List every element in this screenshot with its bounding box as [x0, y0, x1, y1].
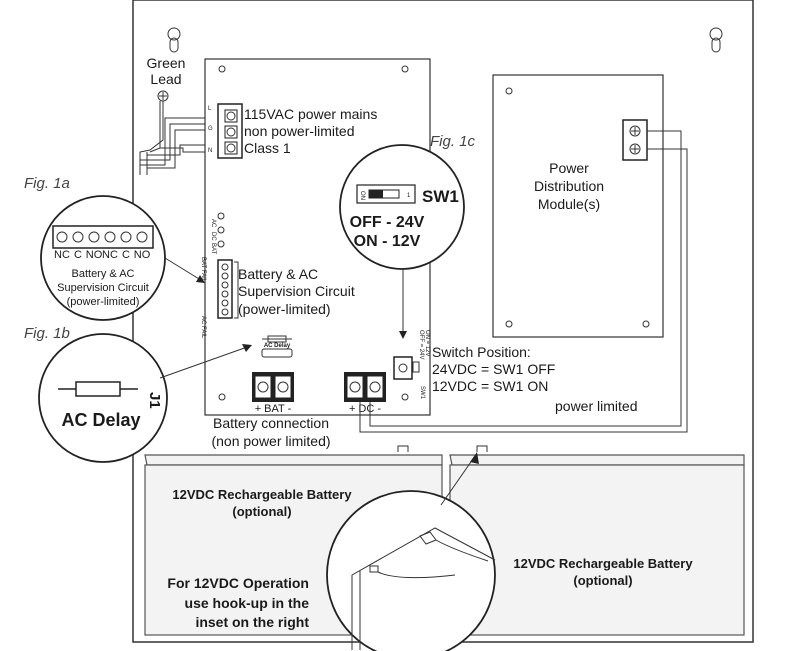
battery-connection-label-2: (non power limited) — [211, 433, 330, 449]
dc-terminal — [344, 372, 386, 402]
ac-delay-small-label: AC Delay — [264, 343, 291, 349]
led-dc-label: DC — [210, 232, 216, 241]
fig-1a-label-3: (power-limited) — [67, 296, 140, 308]
power-distribution-module — [492, 74, 664, 338]
sw-on-label: ON - 12V — [354, 233, 421, 250]
board-sw-side-label-2: ON = 12V — [424, 330, 430, 357]
battery-left-label-2: (optional) — [232, 504, 291, 519]
battery-right — [449, 445, 745, 636]
green-lead-label: Green — [147, 55, 186, 71]
fig-1a-label-2: Supervision Circuit — [57, 282, 149, 294]
supervision-label-2: Supervision Circuit — [238, 283, 355, 299]
battery-connection-label-1: Battery connection — [213, 415, 329, 431]
switch-position-24v: 24VDC = SW1 OFF — [432, 361, 555, 377]
board-n-label: N — [208, 148, 212, 154]
fig-1c-label: Fig. 1c — [430, 133, 476, 150]
ac-delay-jumper — [261, 348, 293, 358]
switch-one-mark: 1 — [407, 193, 411, 199]
keyhole-icon — [709, 27, 723, 53]
fig-1a-terminal-block — [52, 225, 154, 249]
mains-label-3: Class 1 — [244, 140, 291, 156]
fig-1a-nc-1: NC — [54, 249, 70, 261]
pdm-input-terminal — [622, 119, 648, 161]
battery-hookup-inset — [326, 490, 496, 651]
mains-label-2: non power-limited — [244, 123, 355, 139]
switch-on-mark: ON — [359, 191, 365, 200]
sw-off-label: OFF - 24V — [350, 214, 425, 231]
mains-label-1: 115VAC power mains — [244, 106, 377, 122]
fig-1b-pointer — [159, 345, 251, 379]
supervision-bracket — [234, 261, 239, 319]
battery-right-label-1: 12VDC Rechargeable Battery — [513, 556, 693, 571]
pdm-wires — [359, 130, 688, 433]
operation-label-1: For 12VDC Operation — [167, 575, 309, 591]
bat-terminal-label: + BAT - — [255, 403, 292, 415]
fig-1b-callout — [38, 333, 168, 463]
bat-fail-label: BAT FAIL — [200, 257, 206, 283]
switch-position-12v: 12VDC = SW1 ON — [432, 378, 548, 394]
board-sw-side-label-1: OFF = 24V — [418, 330, 424, 360]
sw1-label: SW1 — [422, 187, 459, 206]
power-limited-label: power limited — [555, 398, 637, 414]
battery-left-label-1: 12VDC Rechargeable Battery — [172, 487, 352, 502]
fig-1a-label-1: Battery & AC — [72, 268, 135, 280]
board-g-label: G — [208, 126, 213, 132]
fig-1a-nc-2: NC — [102, 249, 118, 261]
supervision-label-3: (power-limited) — [238, 301, 331, 317]
operation-label-3: inset on the right — [195, 614, 309, 630]
ac-fail-label: AC FAIL — [200, 316, 206, 339]
keyhole-icon — [167, 27, 181, 53]
ground-screw-icon — [157, 90, 169, 102]
battery-hookup-drawing — [351, 527, 496, 650]
pdm-label-1: Power — [549, 160, 589, 176]
battery-right-label-2: (optional) — [573, 573, 632, 588]
mains-wires — [139, 101, 205, 175]
led-bat-label: BAT — [210, 243, 216, 255]
operation-label-2: use hook-up in the — [185, 595, 310, 611]
board-l-label: L — [208, 106, 212, 112]
fig-1a-c-1: C — [74, 249, 82, 261]
fig-1c-callout — [339, 144, 465, 270]
fig-1a-pointer — [164, 257, 205, 283]
fig-1a-label: Fig. 1a — [24, 175, 70, 192]
status-leds — [217, 212, 225, 248]
fig-1a-no-1: NO — [86, 249, 103, 261]
supervision-label-1: Battery & AC — [238, 266, 318, 282]
fig-1a-c-2: C — [122, 249, 130, 261]
led-ac-label: AC — [210, 219, 216, 228]
switch-position-title: Switch Position: — [432, 344, 531, 360]
board-sw1-label: SW1 — [419, 386, 425, 400]
dc-terminal-label: + DC - — [349, 403, 381, 415]
ac-delay-label: AC Delay — [61, 410, 140, 430]
j1-label: J1 — [146, 392, 163, 409]
dip-switch-icon — [356, 184, 416, 204]
pdm-label-2: Distribution — [534, 178, 604, 194]
inset-pointer — [440, 455, 476, 506]
fig-1b-label: Fig. 1b — [24, 325, 70, 342]
battery-terminal — [252, 372, 294, 402]
board-dip-switch — [393, 356, 413, 380]
mains-terminal-block — [217, 103, 243, 159]
relay-terminal-block — [217, 259, 233, 319]
fig-1a-no-2: NO — [134, 249, 151, 261]
pdm-label-3: Module(s) — [538, 196, 600, 212]
fig-1a-terminal-screws — [56, 231, 148, 243]
resistor-icon — [58, 381, 138, 397]
green-lead-label-2: Lead — [150, 71, 181, 87]
